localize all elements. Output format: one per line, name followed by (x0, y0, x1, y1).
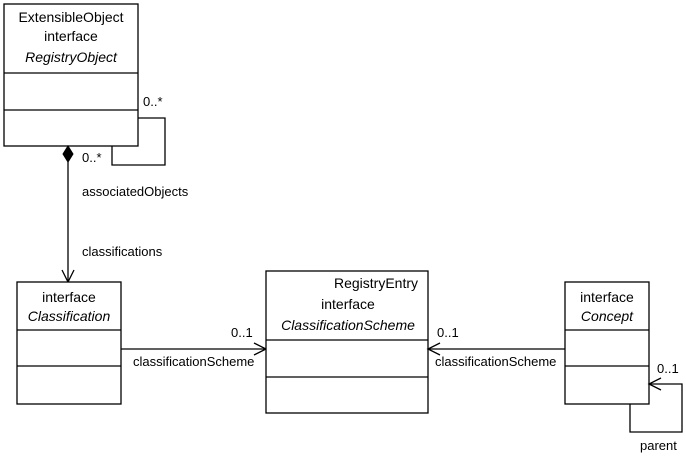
role-label: classifications (82, 244, 163, 259)
class-stereotype: interface (42, 289, 96, 305)
role-label: parent (640, 438, 677, 453)
class-name: Concept (581, 308, 634, 324)
class-concept: interface Concept (564, 281, 650, 405)
class-stereotype-top: RegistryEntry (334, 275, 418, 291)
multiplicity: 0..1 (231, 325, 253, 340)
arrowhead (647, 377, 662, 391)
class-box (3, 3, 139, 147)
class-stereotype: interface (44, 28, 98, 44)
multiplicity: 0..1 (657, 361, 679, 376)
assoc-concept-parent: 0..1 parent (629, 361, 683, 453)
mult-lower: 0..* (82, 150, 102, 165)
assoc-classification-to-scheme: classificationScheme 0..1 (121, 325, 268, 369)
composition-diamond (62, 145, 74, 163)
class-stereotype: interface (321, 296, 375, 312)
class-name: ClassificationScheme (281, 317, 415, 333)
role-label: classificationScheme (133, 354, 254, 369)
mult-upper: 0..* (143, 94, 163, 109)
multiplicity: 0..1 (437, 325, 459, 340)
arrowhead (426, 342, 441, 356)
self-loop-line (629, 383, 683, 433)
assoc-concept-to-scheme: classificationScheme 0..1 (426, 325, 565, 369)
assoc-registry-to-classification: classifications (61, 145, 163, 284)
role-label: classificationScheme (435, 354, 556, 369)
class-name: Classification (28, 308, 111, 324)
class-stereotype: interface (580, 289, 634, 305)
class-box (16, 281, 122, 405)
class-stereotype-top: ExtensibleObject (18, 9, 123, 25)
class-registry-object: ExtensibleObject interface RegistryObjec… (3, 3, 139, 147)
class-classification-scheme: RegistryEntry interface ClassificationSc… (265, 270, 429, 414)
assoc-self-registry-object: 0..* 0..* associatedObjects (82, 94, 189, 199)
class-box (265, 270, 429, 414)
class-name: RegistryObject (25, 49, 118, 65)
role-label: associatedObjects (82, 184, 189, 199)
class-box (564, 281, 650, 405)
self-loop-line (111, 117, 166, 166)
class-classification: interface Classification (16, 281, 122, 405)
